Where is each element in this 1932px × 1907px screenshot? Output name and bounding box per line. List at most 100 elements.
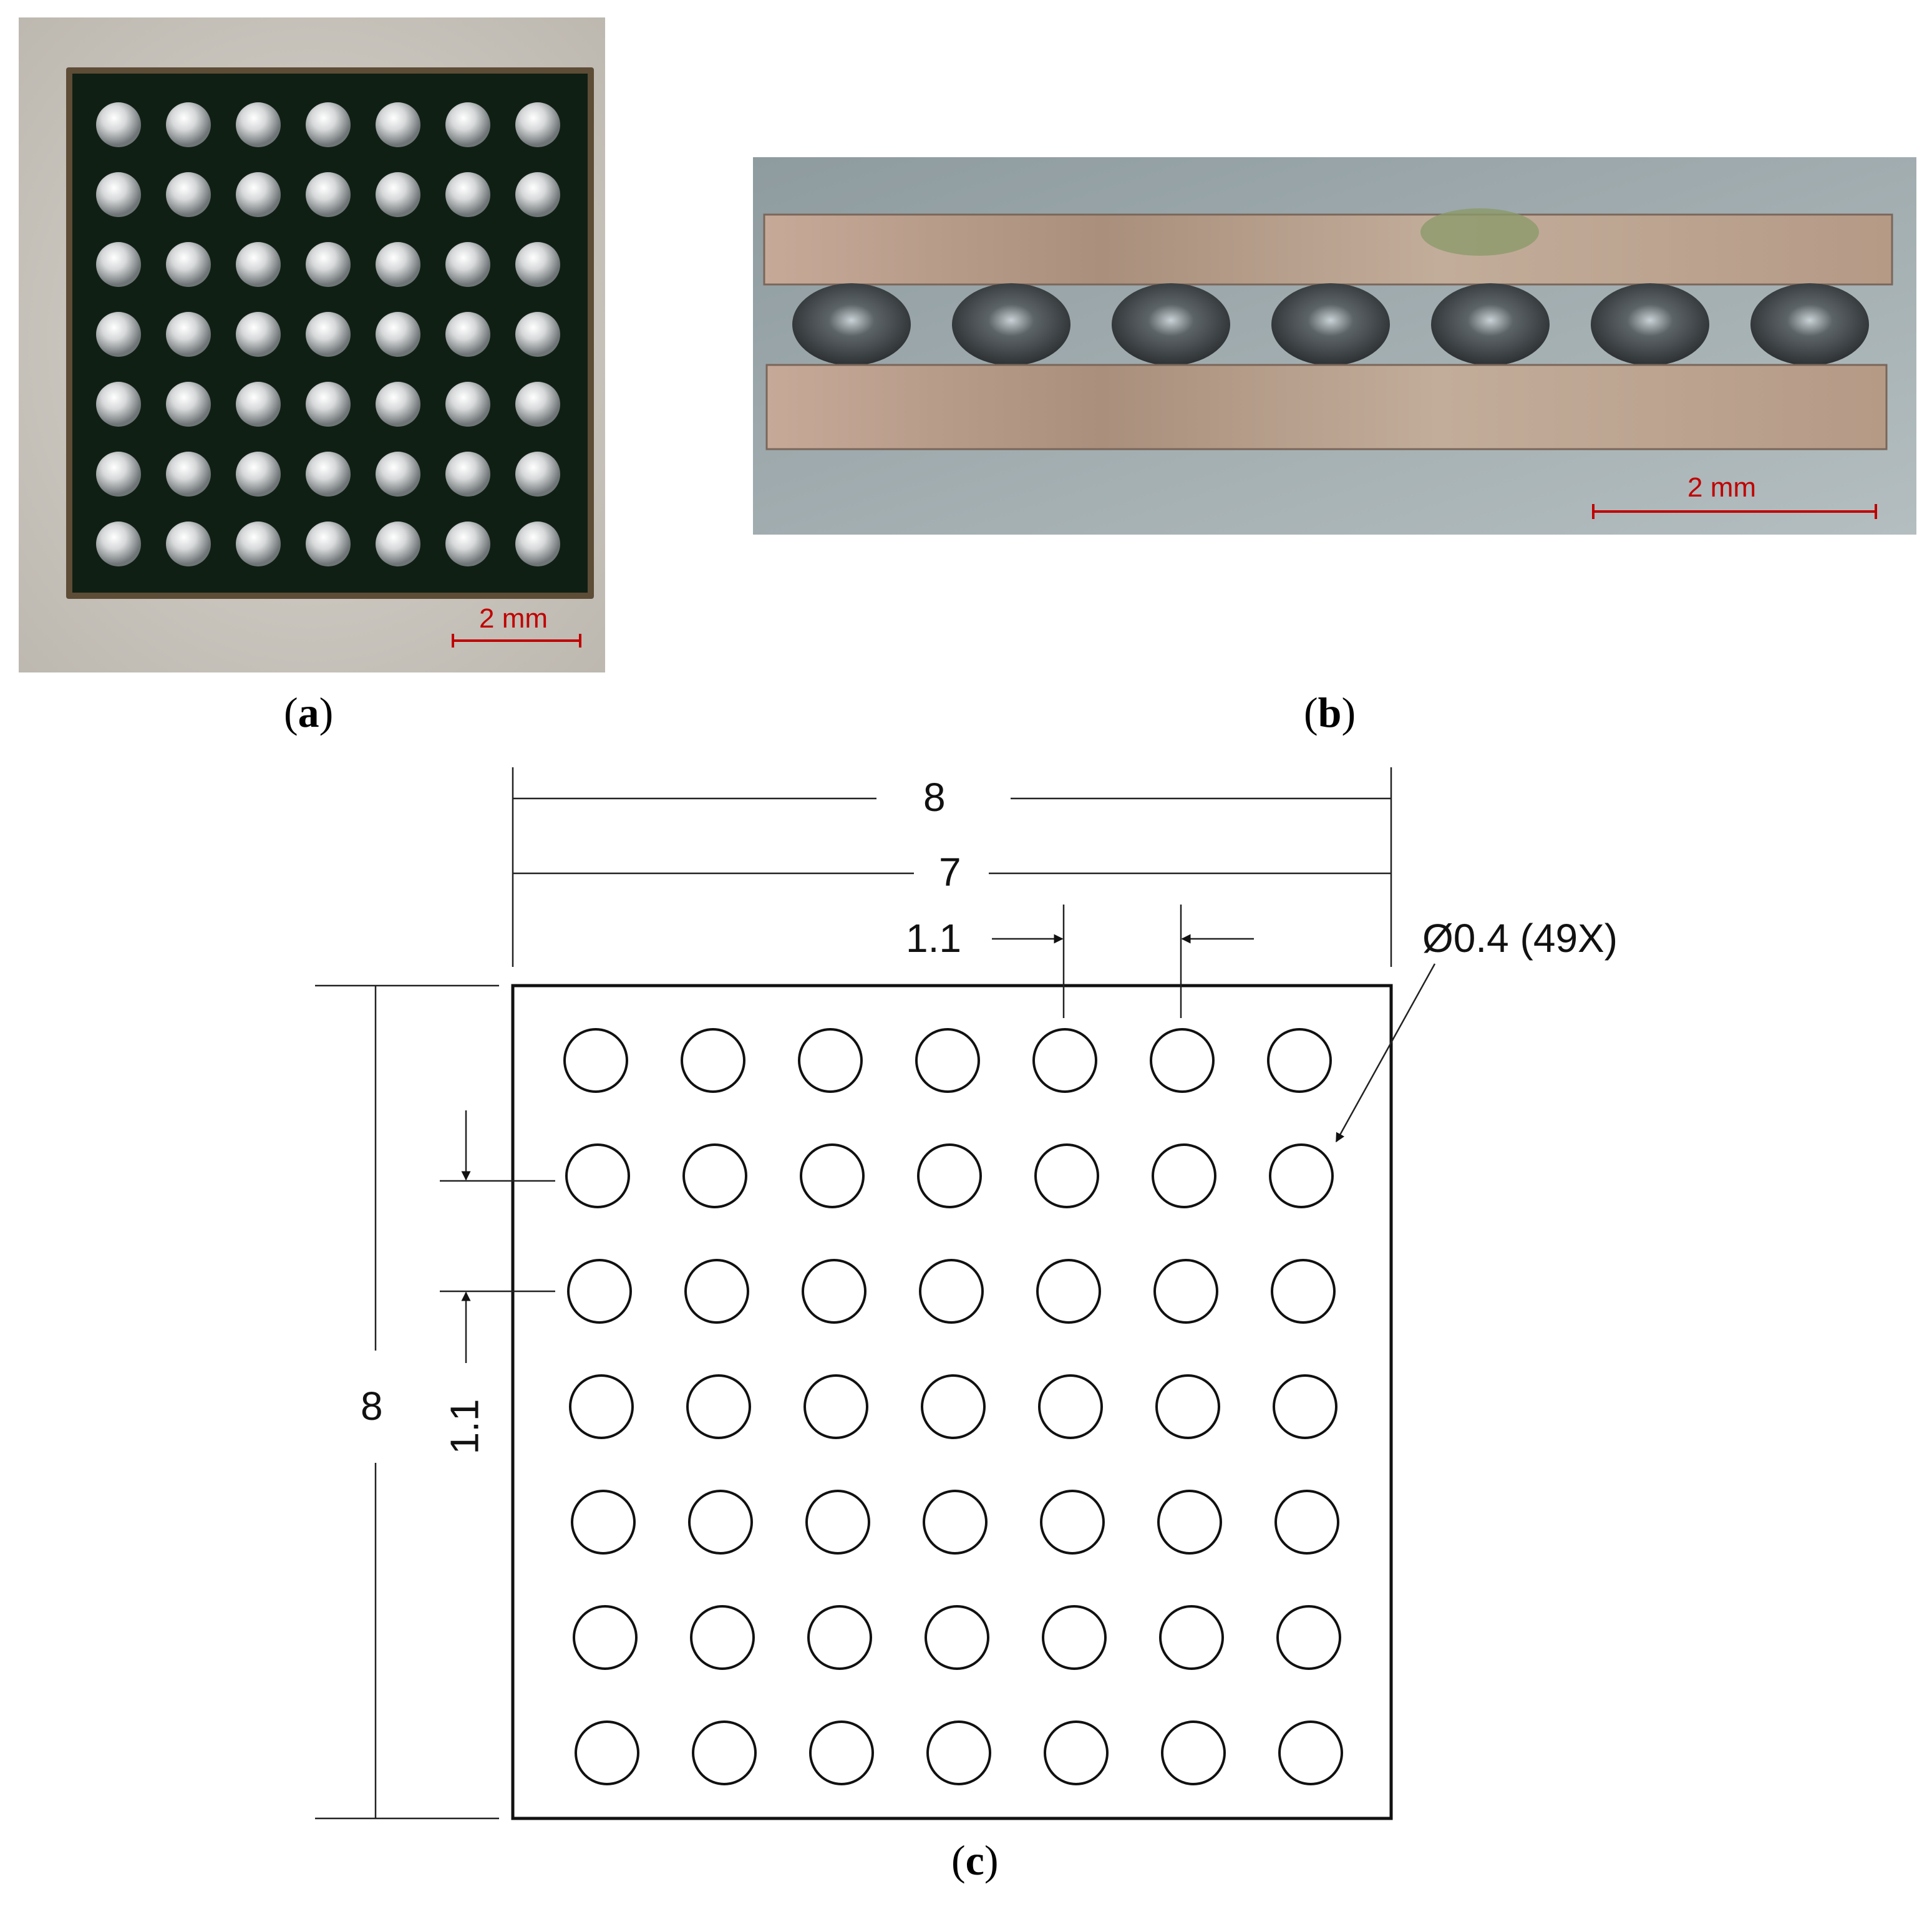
ball-pad-circle	[925, 1605, 989, 1670]
ball-pad-circle	[1032, 1028, 1097, 1093]
ball-pad-circle	[1159, 1605, 1224, 1670]
ball-pad-circle	[563, 1028, 628, 1093]
solder-ball	[96, 102, 141, 147]
solder-ball	[96, 522, 141, 566]
solder-ball	[376, 312, 420, 357]
ball-pad-circle	[1153, 1259, 1218, 1324]
solder-ball	[236, 242, 281, 287]
solder-ball	[306, 312, 351, 357]
dim-pitch-vertical: 1.1	[442, 1399, 487, 1455]
ball-pad-circle	[681, 1028, 745, 1093]
solder-ball	[166, 242, 211, 287]
package-outline	[511, 984, 1393, 1820]
ball-pad-circle	[1042, 1605, 1107, 1670]
solder-ball	[515, 382, 560, 427]
dim-outer-width: 8	[923, 775, 946, 820]
cross-section-ball	[952, 283, 1070, 366]
ball-pad-circle	[807, 1605, 872, 1670]
ball-pad-circle	[1274, 1490, 1339, 1555]
panel-c-drawing: 8 7 1.1 Ø0.4 (49X) 8 1.1	[0, 749, 1932, 1907]
ball-pad-circle	[1150, 1028, 1215, 1093]
solder-ball	[376, 242, 420, 287]
ball-pad-circle	[1155, 1374, 1220, 1439]
solder-ball	[236, 172, 281, 217]
solder-ball	[306, 242, 351, 287]
ball-pad-circle	[809, 1720, 874, 1785]
dim-ball-callout: Ø0.4 (49X)	[1422, 916, 1618, 961]
solder-ball	[376, 172, 420, 217]
bottom-board	[765, 364, 1888, 450]
cross-section-ball	[1271, 283, 1390, 366]
ball-pad-circle	[1161, 1720, 1226, 1785]
solder-ball	[166, 522, 211, 566]
solder-ball	[376, 452, 420, 497]
solder-ball	[96, 312, 141, 357]
dim-pitch-horizontal: 1.1	[906, 916, 961, 961]
solder-ball	[236, 452, 281, 497]
solder-ball	[306, 102, 351, 147]
cross-section-ball	[1591, 283, 1709, 366]
solder-ball	[515, 312, 560, 357]
ball-pad-circle	[802, 1259, 866, 1324]
solder-ball	[96, 382, 141, 427]
solder-ball	[166, 102, 211, 147]
scale-label-b: 2 mm	[1687, 472, 1756, 503]
cross-section-photo	[753, 157, 1916, 535]
ball-pad-circle	[573, 1605, 638, 1670]
ball-pad-circle	[923, 1490, 988, 1555]
solder-ball	[236, 382, 281, 427]
cross-section-ball	[1112, 283, 1230, 366]
ball-pad-circle	[1157, 1490, 1222, 1555]
ball-pad-circle	[1269, 1143, 1334, 1208]
solder-ball	[236, 312, 281, 357]
ball-pad-circle	[1040, 1490, 1105, 1555]
dim-array-width: 7	[939, 850, 961, 895]
ball-pad-circle	[915, 1028, 980, 1093]
board-void	[1420, 208, 1539, 256]
solder-ball	[515, 242, 560, 287]
solder-ball	[445, 172, 490, 217]
solder-ball	[306, 452, 351, 497]
ball-pad-circle	[803, 1374, 868, 1439]
ball-pad-circle	[917, 1143, 982, 1208]
caption-b: (b)	[1304, 689, 1356, 736]
solder-ball	[96, 172, 141, 217]
ball-pad-circle	[805, 1490, 870, 1555]
ball-pad-circle	[1276, 1605, 1341, 1670]
solder-ball	[166, 172, 211, 217]
ball-pad-circle	[565, 1143, 630, 1208]
cross-section-ball	[1750, 283, 1869, 366]
ball-pad-circle	[1036, 1259, 1101, 1324]
ball-pad-circle	[800, 1143, 865, 1208]
solder-ball	[306, 382, 351, 427]
bga-dimension-drawing	[315, 767, 1436, 1820]
ball-pad-circle	[798, 1028, 863, 1093]
ball-pad-circle	[690, 1605, 755, 1670]
solder-ball	[515, 172, 560, 217]
dim-outer-height: 8	[361, 1384, 383, 1429]
ball-pad-circle	[1278, 1720, 1343, 1785]
ball-pad-circle	[1044, 1720, 1109, 1785]
ball-pad-circle	[575, 1720, 639, 1785]
cross-section-ball	[1431, 283, 1550, 366]
ball-pad-circle	[571, 1490, 636, 1555]
ball-pad-circle	[1273, 1374, 1337, 1439]
solder-ball	[236, 522, 281, 566]
scale-label-a: 2 mm	[479, 603, 548, 634]
solder-ball	[306, 522, 351, 566]
solder-ball	[96, 242, 141, 287]
ball-pad-circle	[567, 1259, 632, 1324]
ball-pad-circle	[1034, 1143, 1099, 1208]
solder-ball	[166, 382, 211, 427]
solder-ball	[96, 452, 141, 497]
caption-a: (a)	[284, 689, 334, 736]
ball-pad-circle	[1267, 1028, 1332, 1093]
solder-ball	[445, 382, 490, 427]
cross-section-ball	[792, 283, 911, 366]
solder-ball	[236, 102, 281, 147]
caption-c: (c)	[951, 1837, 999, 1884]
ball-callout-arrow	[1335, 963, 1436, 1143]
ball-pad-circle	[684, 1259, 749, 1324]
solder-ball	[306, 172, 351, 217]
solder-ball	[166, 312, 211, 357]
